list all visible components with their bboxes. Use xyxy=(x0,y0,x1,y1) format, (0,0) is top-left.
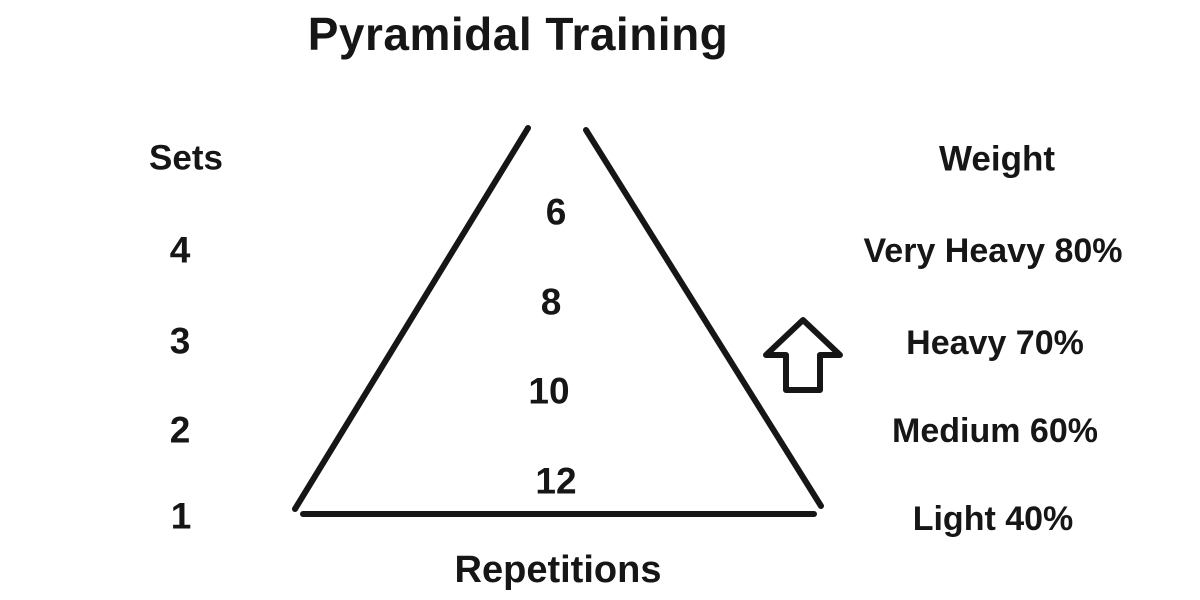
up-arrow-shape xyxy=(763,317,843,393)
weight-row: Very Heavy 80% xyxy=(863,232,1123,270)
weight-column-header: Weight xyxy=(938,139,1056,179)
reps-value: 12 xyxy=(535,460,577,502)
diagram-title: Pyramidal Training xyxy=(307,8,729,60)
sets-value: 2 xyxy=(169,409,191,451)
repetitions-axis-label: Repetitions xyxy=(454,549,662,591)
up-arrow-icon xyxy=(763,317,843,393)
reps-value: 10 xyxy=(528,370,570,412)
weight-row: Heavy 70% xyxy=(906,324,1084,362)
sets-value: 4 xyxy=(169,229,191,271)
triangle-left-side xyxy=(292,125,531,512)
reps-value: 8 xyxy=(540,281,562,323)
reps-value: 6 xyxy=(545,191,567,233)
sets-value: 1 xyxy=(170,495,192,537)
weight-row: Light 40% xyxy=(912,500,1074,538)
sets-column-header: Sets xyxy=(149,138,223,178)
triangle-right-side xyxy=(583,127,824,509)
sets-value: 3 xyxy=(169,320,191,362)
weight-row: Medium 60% xyxy=(892,412,1098,450)
